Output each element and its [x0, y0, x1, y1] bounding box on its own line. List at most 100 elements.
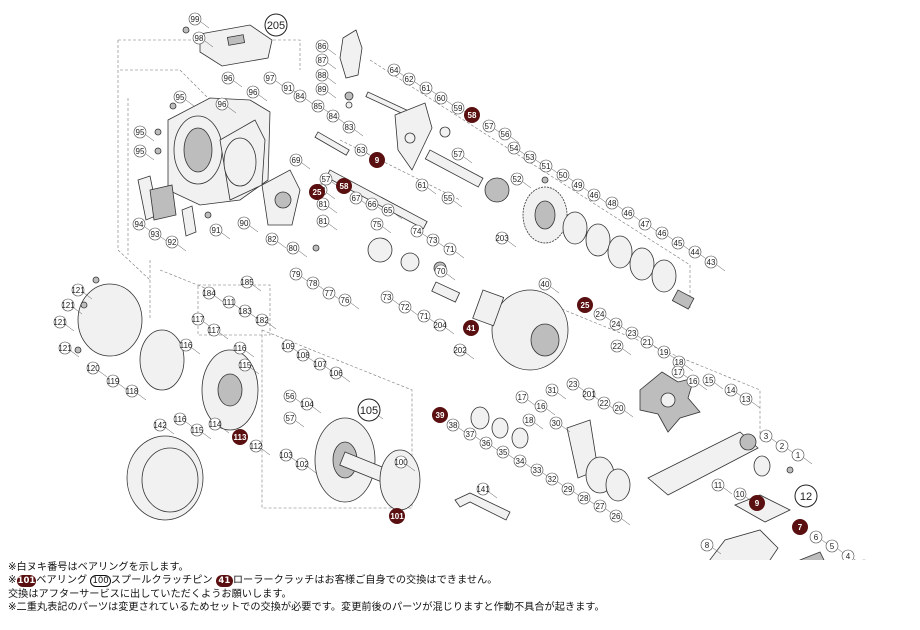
part-number-79: 79 — [292, 270, 301, 279]
note-bearing-label: ベアリング — [36, 575, 88, 587]
part-number-98: 98 — [195, 34, 204, 43]
bearing-badge-circle — [369, 152, 385, 168]
part-number-121: 121 — [53, 318, 67, 327]
leader-line — [453, 200, 463, 208]
part-number-34: 34 — [516, 457, 525, 466]
part-number-57: 57 — [454, 150, 463, 159]
leader-line — [382, 226, 392, 234]
part-label-circle — [165, 235, 179, 249]
part-label-circle — [724, 383, 738, 397]
part-number-95: 95 — [136, 147, 145, 156]
part-label-circle — [311, 99, 325, 113]
bearing-badge-circle — [309, 184, 325, 200]
part-label-circle — [530, 463, 544, 477]
part-number-60: 60 — [437, 94, 446, 103]
group-frame-spool — [261, 329, 413, 509]
part-label-circle — [704, 255, 718, 269]
leader-line — [307, 466, 317, 474]
part-number-92: 92 — [168, 238, 177, 247]
part-label-circle — [215, 97, 229, 111]
part-number-84: 84 — [296, 92, 305, 101]
leader-line — [185, 99, 195, 107]
part-number-46: 46 — [624, 209, 633, 218]
assembly-badge-205: 205 — [267, 20, 285, 32]
part-label-circle — [577, 491, 591, 505]
leader-line — [65, 324, 75, 332]
clutch-lever — [339, 29, 363, 109]
part-number-182: 182 — [255, 316, 269, 325]
part-number-16: 16 — [689, 377, 698, 386]
part-label-circle — [381, 203, 395, 217]
part-label-circle — [498, 127, 512, 141]
part-label-circle — [605, 196, 619, 210]
bearing-badge-circle — [432, 407, 448, 423]
bearing-badge-7: 7 — [798, 523, 803, 532]
part-number-57: 57 — [485, 122, 494, 131]
leader-line — [145, 134, 155, 142]
part-number-17: 17 — [674, 368, 683, 377]
assembly-badge-105: 105 — [360, 405, 378, 417]
part-label-circle — [61, 298, 75, 312]
leader-line — [803, 457, 813, 465]
part-number-96: 96 — [218, 100, 227, 109]
part-number-18: 18 — [675, 358, 684, 367]
part-number-82: 82 — [268, 235, 277, 244]
part-label-circle — [593, 307, 607, 321]
part-label-circle — [281, 81, 295, 95]
part-number-86: 86 — [318, 42, 327, 51]
part-number-97: 97 — [266, 74, 275, 83]
part-number-81: 81 — [319, 200, 328, 209]
part-label-circle — [342, 120, 356, 134]
part-label-circle — [433, 318, 447, 332]
leader-line — [723, 487, 733, 495]
part-number-57: 57 — [322, 175, 331, 184]
part-number-8: 8 — [705, 541, 710, 550]
leader-line — [249, 225, 259, 233]
part-label-circle — [380, 290, 394, 304]
part-number-91: 91 — [284, 84, 293, 93]
part-number-73: 73 — [383, 293, 392, 302]
part-number-31: 31 — [548, 386, 557, 395]
part-label-circle — [655, 226, 669, 240]
part-number-203: 203 — [495, 234, 509, 243]
part-number-75: 75 — [373, 220, 382, 229]
part-label-circle — [296, 348, 310, 362]
part-label-circle — [609, 317, 623, 331]
group-frame-drag — [519, 291, 761, 440]
leader-line — [622, 348, 632, 356]
part-number-64: 64 — [390, 66, 399, 75]
part-label-circle — [495, 231, 509, 245]
part-label-circle — [434, 264, 448, 278]
part-number-141: 141 — [476, 485, 490, 494]
part-number-85: 85 — [314, 102, 323, 111]
part-number-115: 115 — [191, 426, 204, 435]
part-number-96: 96 — [249, 88, 258, 97]
part-number-46: 46 — [658, 229, 667, 238]
part-label-circle — [289, 153, 303, 167]
part-label-circle — [208, 417, 222, 431]
part-number-66: 66 — [368, 200, 377, 209]
leader-line — [312, 406, 322, 414]
leader-line — [327, 62, 337, 70]
level-wind-parts — [137, 175, 197, 237]
part-number-36: 36 — [482, 439, 491, 448]
part-label-circle — [387, 63, 401, 77]
star-drag — [639, 371, 701, 433]
leader-line — [83, 292, 93, 300]
part-label-circle — [53, 315, 67, 329]
part-label-circle — [523, 150, 537, 164]
part-number-11: 11 — [714, 481, 723, 490]
assembly-badge-12: 12 — [800, 491, 812, 503]
part-number-87: 87 — [318, 56, 327, 65]
bearing-badge-circle — [577, 297, 593, 313]
leader-line — [118, 383, 128, 391]
leader-line — [202, 432, 212, 440]
part-label-circle — [265, 232, 279, 246]
part-label-circle — [482, 119, 496, 133]
part-number-55: 55 — [444, 194, 453, 203]
part-number-56: 56 — [286, 392, 295, 401]
leader-line — [455, 251, 465, 259]
part-label-circle — [451, 101, 465, 115]
part-number-63: 63 — [357, 146, 366, 155]
